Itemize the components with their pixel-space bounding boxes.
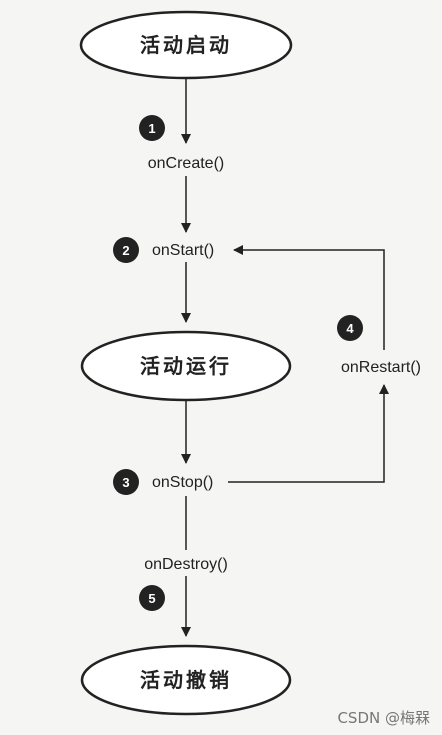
step-badge-4: 4: [337, 315, 363, 341]
state-start-label: 活动启动: [140, 33, 232, 57]
step-badge-3-number: 3: [122, 475, 129, 490]
watermark: CSDN @梅槑: [337, 709, 430, 727]
arrow-onstop-to-onrestart: [228, 384, 389, 483]
step-badge-1: 1: [139, 115, 165, 141]
step-badge-5-circle: [139, 585, 165, 611]
method-onstart: onStart(): [152, 242, 214, 259]
step-badge-5-number: 5: [148, 591, 155, 606]
step-badge-2: 2: [113, 237, 139, 263]
state-running-label: 活动运行: [140, 354, 232, 378]
state-destroyed: 活动撤销: [80, 644, 292, 716]
state-destroyed-label: 活动撤销: [140, 668, 232, 692]
method-ondestroy: onDestroy(): [144, 556, 228, 573]
step-badge-2-number: 2: [122, 243, 129, 258]
step-badge-3: 3: [113, 469, 139, 495]
method-oncreate: onCreate(): [148, 155, 224, 172]
step-badge-4-circle: [337, 315, 363, 341]
step-badge-4-number: 4: [346, 321, 354, 336]
step-badge-1-number: 1: [148, 121, 155, 136]
method-onstop: onStop(): [152, 474, 213, 491]
step-badge-1-circle: [139, 115, 165, 141]
state-destroyed-shape: [80, 644, 292, 716]
state-start: 活动启动: [79, 10, 293, 80]
step-badge-3-circle: [113, 469, 139, 495]
state-running-shape: [80, 330, 292, 402]
step-badge-5: 5: [139, 585, 165, 611]
state-running: 活动运行: [80, 330, 292, 402]
step-badge-2-circle: [113, 237, 139, 263]
arrow-onrestart-to-onstart: [233, 245, 385, 350]
method-onrestart: onRestart(): [341, 359, 421, 376]
state-start-shape: [79, 10, 293, 80]
